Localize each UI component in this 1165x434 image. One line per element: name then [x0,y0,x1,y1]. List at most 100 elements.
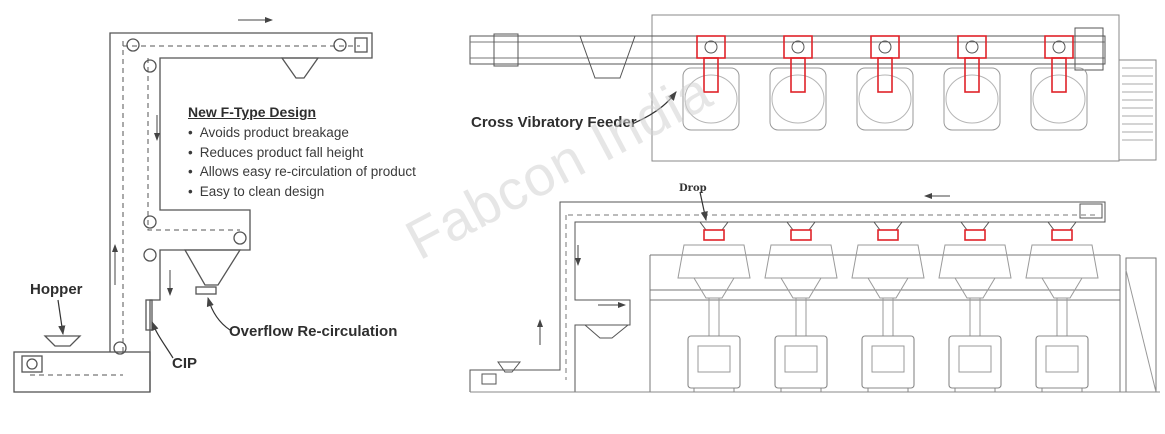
plan-station [682,35,740,131]
vibratory-feeder-head [783,35,813,59]
cross-feeder-tray [964,57,980,93]
overflow-label: Overflow Re-circulation [229,323,398,340]
conveyor-discharge [786,221,816,231]
features-list: Avoids product breakage Reduces product … [188,123,416,201]
sprocket-6 [233,231,247,245]
discharge-tube [1056,297,1068,337]
plan-infeed-chute [579,35,636,79]
discharge-tube [708,297,720,337]
cip-label: CIP [172,355,198,372]
infeed-hopper [43,335,82,347]
weigher-funnel [1041,277,1083,299]
weigher-footprint [769,67,827,131]
weigher-funnel [867,277,909,299]
multihead-weigher [851,244,925,279]
sprocket-3 [143,59,157,73]
features-title: New F-Type Design [188,104,317,120]
packing-machine [861,335,915,389]
multihead-weigher [938,244,1012,279]
weigher-footprint [682,67,740,131]
weigher-bowl [945,74,999,124]
plan-station [943,35,1001,131]
feeder-outlet [965,40,979,54]
vibratory-feeder-head [870,35,900,59]
elevation-station [764,221,838,392]
plan-drive [1074,27,1104,71]
feeder-outlet [791,40,805,54]
elevation-station [938,221,1012,392]
plan-stair-treads [1122,67,1153,141]
discharge-tube [969,297,981,337]
cross-feeder-tray [877,57,893,93]
weigher-bowl [771,74,825,124]
conveyor-discharge [1047,221,1077,231]
cross-feeder-label: Cross Vibratory Feeder [471,114,637,131]
conveyor-discharge [873,221,903,231]
flow-arrows-right [537,193,950,345]
sprocket-2 [333,38,347,52]
flow-arrows-left [112,17,273,296]
leader-lines-left [57,296,231,359]
drop-chute [964,229,986,241]
plan-stations [682,35,1088,131]
sprocket-5 [143,248,157,262]
platform-outline [651,14,1120,162]
drive-motor-left [21,355,43,373]
packing-window [784,345,818,373]
top-discharge-chute [280,57,320,79]
f-type-elevator [13,32,373,393]
weigher-funnel [693,277,735,299]
vibratory-feeder-head [1044,35,1074,59]
conveyor-discharge [960,221,990,231]
packing-machine [774,335,828,389]
overflow-outlet [195,286,217,295]
elevation-elevator [469,201,1106,392]
weigher-footprint [943,67,1001,131]
elevator-outline [109,32,373,392]
packing-machine [687,335,741,389]
drop-chute [790,229,812,241]
elevation-drive [1079,203,1103,219]
sprocket-7 [113,341,127,355]
drop-label: Drop [679,183,707,194]
plan-station [769,35,827,131]
drive-pulley-left [26,358,38,370]
sprocket-4 [143,215,157,229]
plan-station [856,35,914,131]
drop-chute [877,229,899,241]
packing-window [871,345,905,373]
hopper-label: Hopper [30,281,83,298]
feeder-outlet [1052,40,1066,54]
weigher-bowl [1032,74,1086,124]
elevation-view [469,201,1160,393]
elevation-motor [481,373,497,385]
drop-chute [1051,229,1073,241]
plan-conveyor [469,35,1106,65]
weigher-funnel [780,277,822,299]
cross-feeder-tray [703,57,719,93]
vibratory-feeder-head [696,35,726,59]
multihead-weigher [1025,244,1099,279]
packing-window [697,345,731,373]
chain-path-return [147,58,240,231]
weigher-footprint [856,67,914,131]
feature-item: Avoids product breakage [188,123,416,143]
leader-lines-right [631,91,708,222]
weigher-bowl [858,74,912,124]
feeder-outlet [878,40,892,54]
elevation-stations [677,221,1099,392]
packing-machine [948,335,1002,389]
discharge-tube [882,297,894,337]
drop-chute [703,229,725,241]
cross-feeder-tray [1051,57,1067,93]
packing-machine [1035,335,1089,389]
elevation-station [1025,221,1099,392]
discharge-tube [795,297,807,337]
packing-window [1045,345,1079,373]
plan-view [469,14,1157,162]
elevation-overflow [583,324,630,339]
elevation-infeed [497,361,522,373]
cross-feeder-tray [790,57,806,93]
